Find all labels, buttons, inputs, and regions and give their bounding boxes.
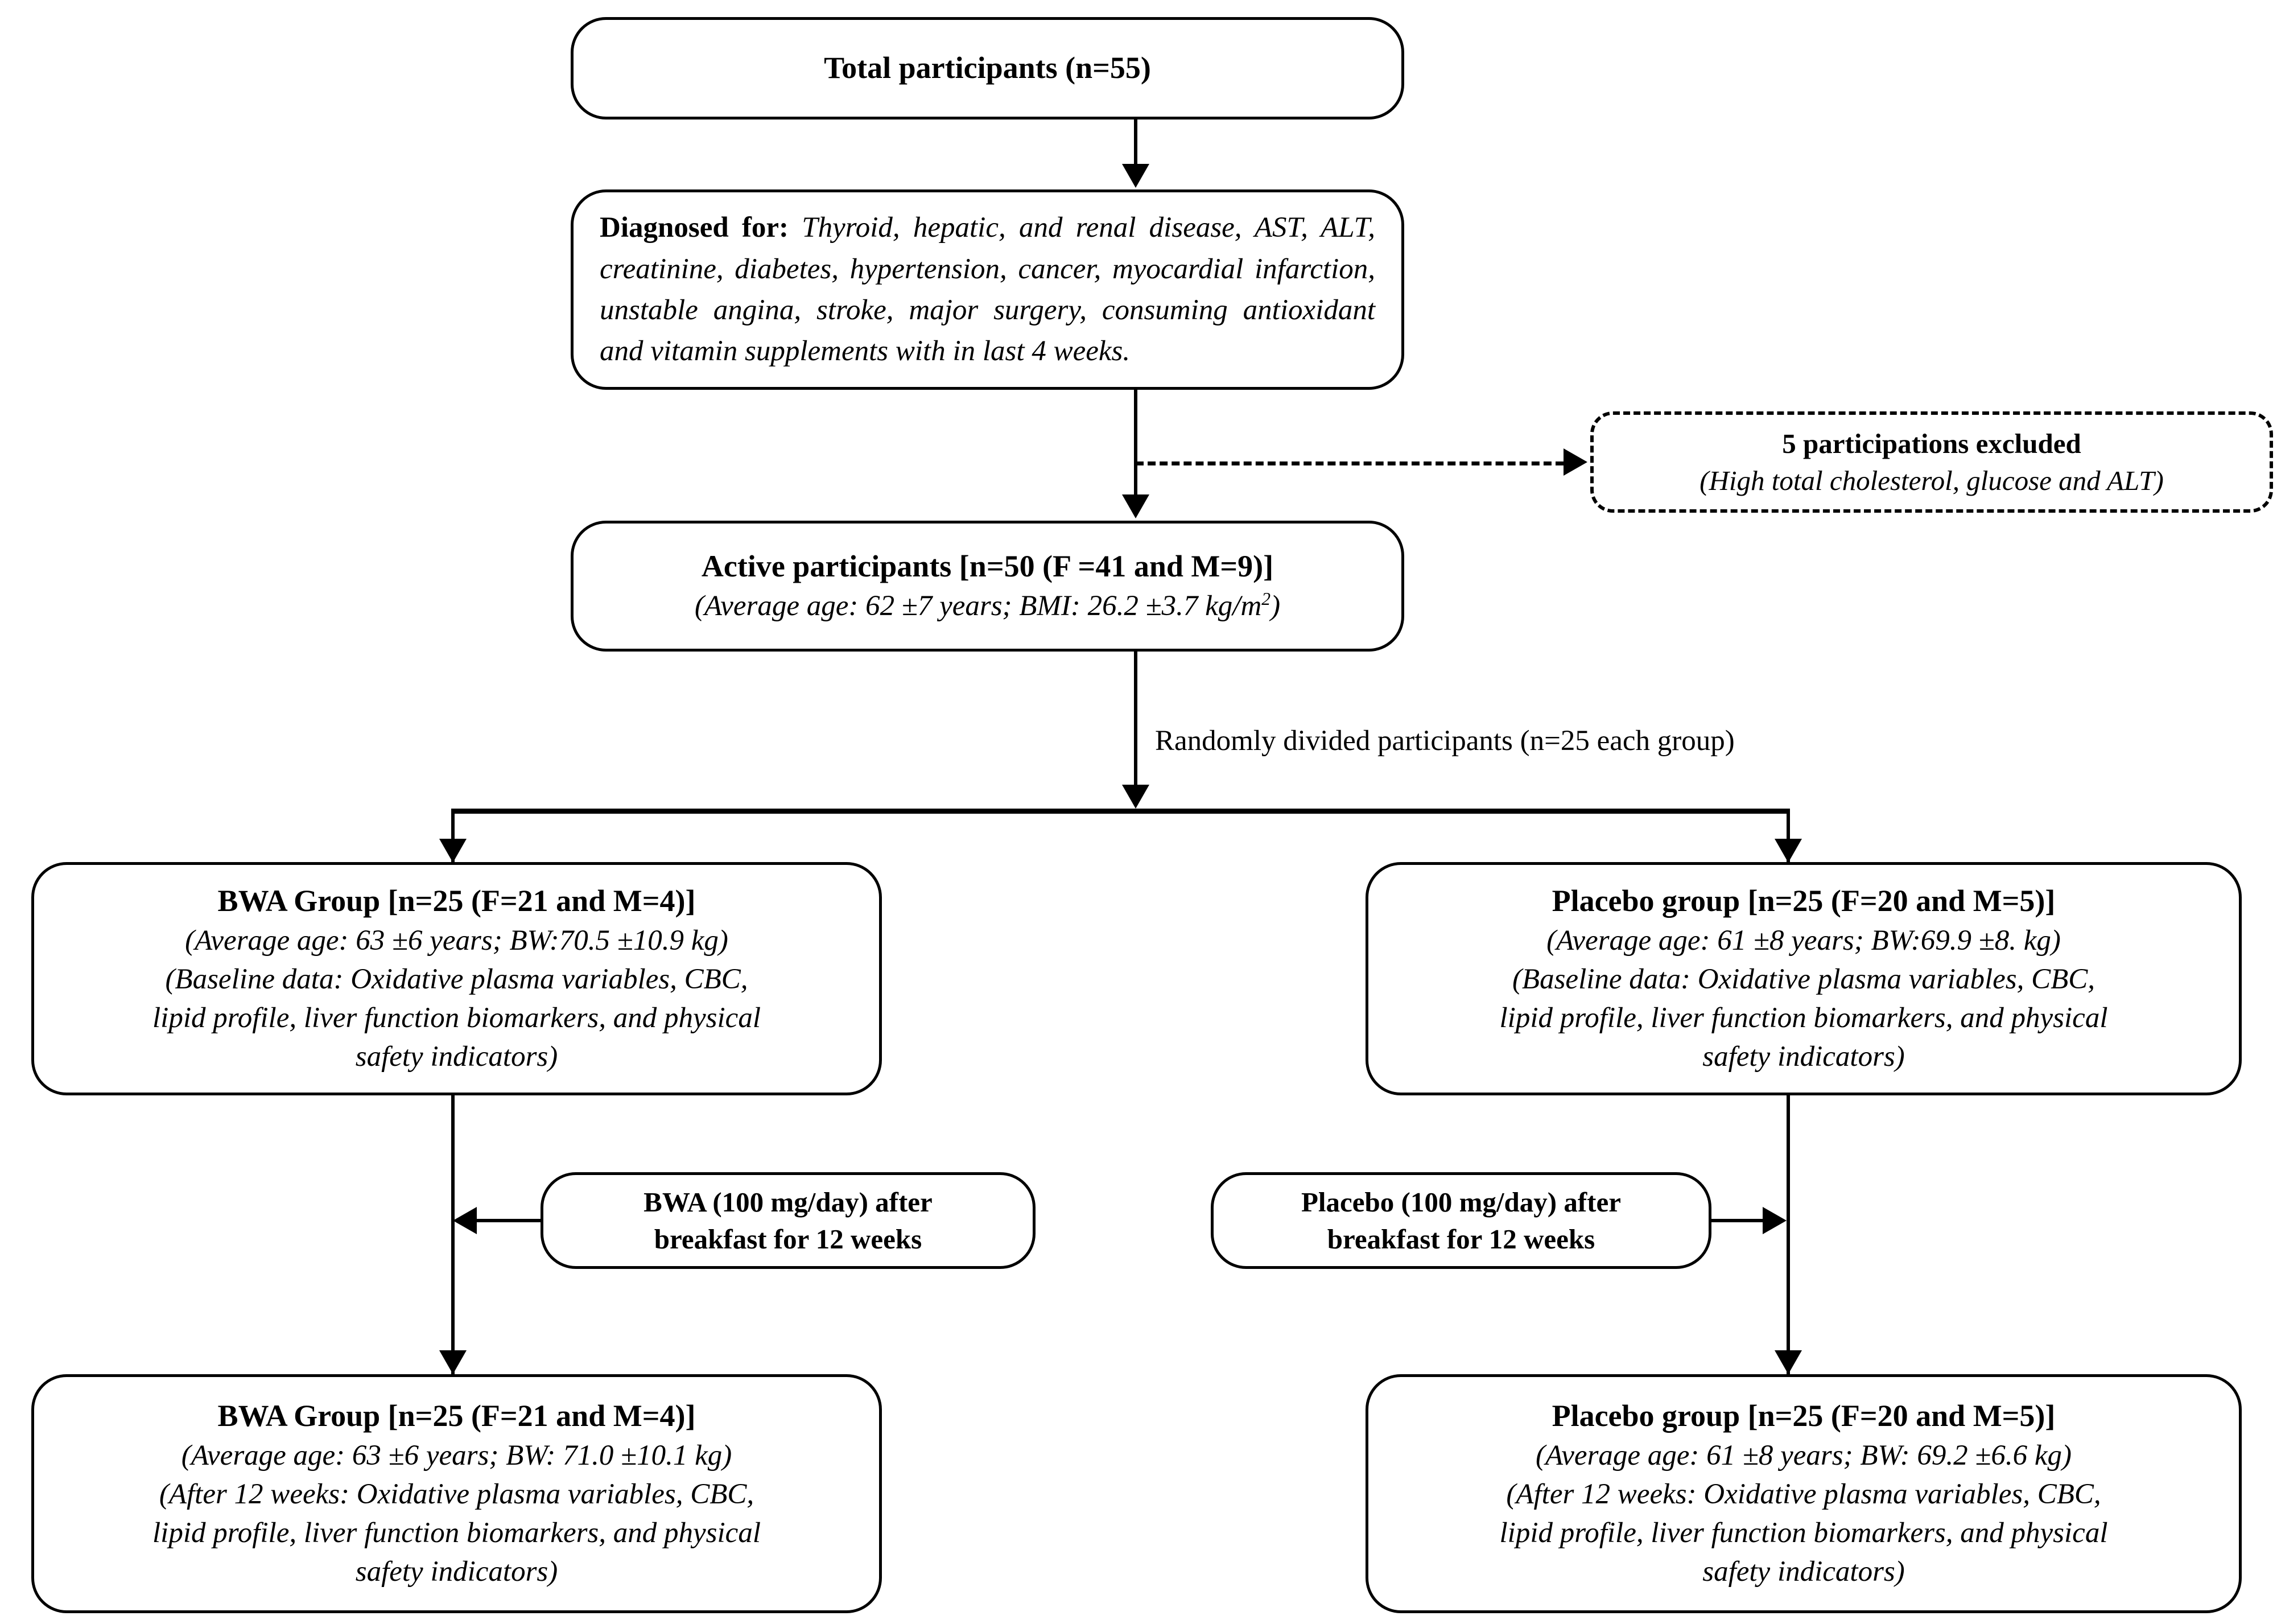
node-total-participants: Total participants (n=55) xyxy=(571,17,1404,119)
arrowhead-dashed-to-excluded xyxy=(1564,448,1587,476)
total-participants-label: Total participants (n=55) xyxy=(824,51,1151,85)
placebo-baseline-title: Placebo group [n=25 (F=20 and M=5)] xyxy=(1552,884,2056,918)
node-bwa-group-outcome: BWA Group [n=25 (F=21 and M=4)] (Average… xyxy=(31,1374,882,1613)
bwa-outcome-demographics: (Average age: 63 ±6 years; BW: 71.0 ±10.… xyxy=(181,1440,732,1472)
arrowhead-bwa-intervention xyxy=(453,1207,477,1234)
excluded-count-label: 5 participations excluded xyxy=(1782,427,2081,459)
bwa-outcome-measures-line2: lipid profile, liver function biomarkers… xyxy=(152,1516,761,1549)
arrowhead-split-to-bwa-baseline xyxy=(439,839,467,863)
bwa-outcome-measures-line3: safety indicators) xyxy=(355,1555,558,1588)
connector-bwa-baseline-to-outcome xyxy=(451,1095,455,1374)
connector-bwa-intervention-arrow-line xyxy=(477,1219,542,1222)
diagnosed-for-body: Thyroid, hepatic, and renal disease, AST… xyxy=(600,212,1375,368)
placebo-outcome-demographics: (Average age: 61 ±8 years; BW: 69.2 ±6.6… xyxy=(1535,1440,2072,1472)
arrowhead-placebo-baseline-to-outcome xyxy=(1775,1350,1802,1374)
active-participants-stats-pre: (Average age: 62 ±7 years; BMI: 26.2 ±3.… xyxy=(694,590,1262,622)
placebo-outcome-measures-line3: safety indicators) xyxy=(1702,1555,1905,1588)
active-participants-stats: (Average age: 62 ±7 years; BMI: 26.2 ±3.… xyxy=(574,587,1401,626)
bwa-baseline-measures-line2: lipid profile, liver function biomarkers… xyxy=(152,1001,761,1034)
node-placebo-intervention: Placebo (100 mg/day) after breakfast for… xyxy=(1211,1172,1711,1269)
arrowhead-active-to-split xyxy=(1122,785,1149,809)
arrowhead-split-to-placebo-baseline xyxy=(1775,839,1802,863)
node-placebo-group-outcome: Placebo group [n=25 (F=20 and M=5)] (Ave… xyxy=(1366,1374,2242,1613)
arrowhead-placebo-intervention xyxy=(1763,1207,1787,1234)
arrowhead-bwa-baseline-to-outcome xyxy=(439,1350,467,1374)
placebo-outcome-title: Placebo group [n=25 (F=20 and M=5)] xyxy=(1552,1399,2056,1433)
node-participants-excluded: 5 participations excluded (High total ch… xyxy=(1590,411,2273,513)
bwa-baseline-measures-line1: (Baseline data: Oxidative plasma variabl… xyxy=(165,963,748,996)
bwa-outcome-title: BWA Group [n=25 (F=21 and M=4)] xyxy=(217,1399,696,1433)
randomization-label: Randomly divided participants (n=25 each… xyxy=(1155,725,1735,757)
arrowhead-diagnosed-to-active xyxy=(1122,494,1149,518)
active-participants-stats-post: ) xyxy=(1270,590,1281,622)
connector-dashed-to-excluded xyxy=(1136,461,1564,465)
excluded-reason-label: (High total cholesterol, glucose and ALT… xyxy=(1700,465,2164,496)
node-bwa-intervention: BWA (100 mg/day) after breakfast for 12 … xyxy=(541,1172,1036,1269)
node-bwa-group-baseline: BWA Group [n=25 (F=21 and M=4)] (Average… xyxy=(31,862,882,1095)
placebo-baseline-measures-line1: (Baseline data: Oxidative plasma variabl… xyxy=(1512,963,2096,996)
bwa-intervention-line1: BWA (100 mg/day) after xyxy=(644,1186,933,1218)
bwa-outcome-measures-line1: (After 12 weeks: Oxidative plasma variab… xyxy=(159,1478,754,1511)
placebo-baseline-demographics: (Average age: 61 ±8 years; BW:69.9 ±8. k… xyxy=(1546,925,2061,957)
placebo-intervention-line1: Placebo (100 mg/day) after xyxy=(1301,1186,1621,1218)
node-diagnosed-for: Diagnosed for: Thyroid, hepatic, and ren… xyxy=(571,189,1404,390)
connector-active-to-split xyxy=(1134,652,1137,787)
connector-total-to-diagnosed xyxy=(1134,119,1137,166)
placebo-baseline-measures-line3: safety indicators) xyxy=(1702,1040,1905,1073)
placebo-baseline-measures-line2: lipid profile, liver function biomarkers… xyxy=(1499,1001,2108,1034)
active-participants-stats-superscript: 2 xyxy=(1261,588,1271,609)
placebo-outcome-measures-line1: (After 12 weeks: Oxidative plasma variab… xyxy=(1506,1478,2101,1511)
arrowhead-total-to-diagnosed xyxy=(1122,164,1149,188)
active-participants-label: Active participants [n=50 (F =41 and M=9… xyxy=(701,549,1274,584)
bwa-baseline-demographics: (Average age: 63 ±6 years; BW:70.5 ±10.9… xyxy=(185,925,728,957)
placebo-outcome-measures-line2: lipid profile, liver function biomarkers… xyxy=(1499,1516,2108,1549)
placebo-intervention-line2: breakfast for 12 weeks xyxy=(1327,1223,1595,1255)
bwa-intervention-line2: breakfast for 12 weeks xyxy=(654,1223,922,1255)
connector-diagnosed-to-active xyxy=(1134,390,1137,497)
node-active-participants: Active participants [n=50 (F =41 and M=9… xyxy=(571,521,1404,652)
connector-placebo-intervention-arrow-line xyxy=(1711,1219,1764,1222)
bwa-baseline-title: BWA Group [n=25 (F=21 and M=4)] xyxy=(217,884,696,918)
node-placebo-group-baseline: Placebo group [n=25 (F=20 and M=5)] (Ave… xyxy=(1366,862,2242,1095)
split-bar-horizontal xyxy=(451,809,1790,814)
diagnosed-for-text: Diagnosed for: Thyroid, hepatic, and ren… xyxy=(574,207,1401,372)
connector-placebo-baseline-to-outcome xyxy=(1787,1095,1790,1374)
bwa-baseline-measures-line3: safety indicators) xyxy=(355,1040,558,1073)
diagnosed-for-lead: Diagnosed for: xyxy=(600,212,789,244)
